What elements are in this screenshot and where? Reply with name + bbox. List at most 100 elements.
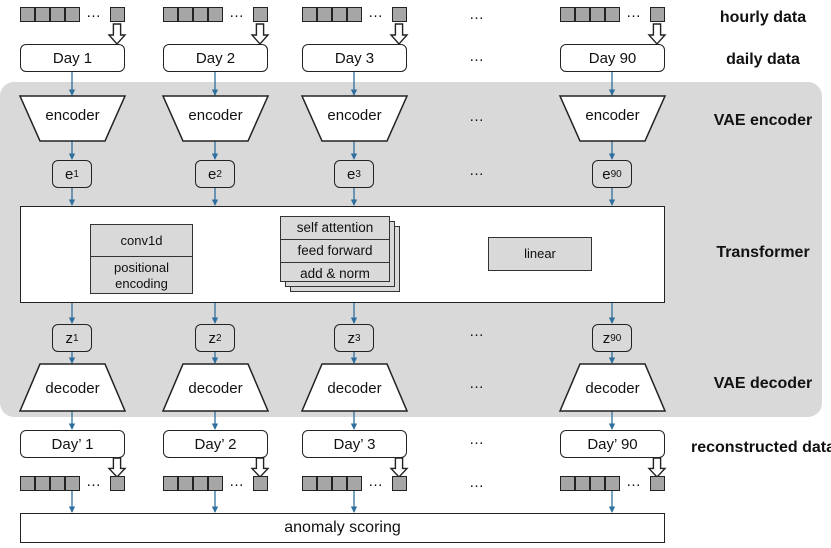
recon-hourly-cell	[35, 476, 50, 491]
recon-hourly-cell	[605, 476, 620, 491]
label-vae-decoder: VAE decoder	[713, 375, 813, 392]
day-box-3: Day 3	[302, 44, 407, 72]
label-vae-encoder: VAE encoder	[713, 112, 813, 129]
encoder-trapezoid	[161, 95, 270, 142]
decoder-trapezoid	[558, 363, 667, 412]
recon-hourly-ellipsis: …	[626, 473, 642, 490]
conv1d-positional-box: conv1d positional encoding	[90, 224, 193, 294]
hourly-last-cell	[392, 7, 407, 22]
recon-hourly-cell	[332, 476, 347, 491]
ellipsis-z: …	[469, 323, 485, 340]
encoder-label-90: encoder	[585, 107, 640, 124]
encoder-label-1: encoder	[45, 107, 100, 124]
hollow-down-arrow	[107, 23, 127, 46]
ellipsis-e: …	[469, 162, 485, 179]
decoder-label-3: decoder	[327, 380, 382, 397]
recon-hourly-last-cell	[392, 476, 407, 491]
recon-day-box-1: Day’ 1	[20, 430, 125, 458]
hourly-ellipsis: …	[229, 4, 245, 21]
hourly-last-cell	[110, 7, 125, 22]
encoder-label-2: encoder	[188, 107, 243, 124]
recon-hourly-cell	[317, 476, 332, 491]
ellipsis-recon: …	[469, 431, 485, 448]
hollow-down-arrow	[389, 457, 409, 479]
recon-hourly-last-cell	[650, 476, 665, 491]
hollow-down-arrow	[250, 23, 270, 46]
recon-hourly-cell	[590, 476, 605, 491]
ellipsis-recon-hourly: …	[469, 474, 485, 491]
encoder-trapezoid	[558, 95, 667, 142]
recon-hourly-cell	[208, 476, 223, 491]
self-attention-label: self attention	[281, 217, 389, 240]
decoder-label-1: decoder	[45, 380, 100, 397]
recon-hourly-cell	[20, 476, 35, 491]
recon-hourly-last-cell	[253, 476, 268, 491]
hourly-cell	[35, 7, 50, 22]
hollow-down-arrow	[389, 23, 409, 46]
label-hourly-data: hourly data	[719, 9, 807, 26]
add-norm-label: add & norm	[300, 266, 370, 281]
recon-hourly-cell	[178, 476, 193, 491]
hourly-ellipsis: …	[368, 4, 384, 21]
ellipsis-encoder: …	[469, 108, 485, 125]
hourly-cell	[332, 7, 347, 22]
encoder-trapezoid	[300, 95, 409, 142]
hourly-cell	[560, 7, 575, 22]
recon-hourly-cell	[302, 476, 317, 491]
anomaly-scoring-box: anomaly scoring	[20, 513, 665, 543]
label-daily-data: daily data	[726, 51, 800, 68]
linear-box: linear	[488, 237, 592, 271]
hollow-down-arrow	[250, 457, 270, 479]
hourly-cell	[208, 7, 223, 22]
hourly-cell	[20, 7, 35, 22]
day-box-1: Day 1	[20, 44, 125, 72]
recon-hourly-cell	[65, 476, 80, 491]
ellipsis-hourly: …	[469, 6, 485, 23]
recon-day-box-2: Day’ 2	[163, 430, 268, 458]
decoder-trapezoid	[161, 363, 270, 412]
feed-forward-label: feed forward	[281, 240, 389, 263]
hourly-cell	[302, 7, 317, 22]
hollow-down-arrow	[647, 457, 667, 479]
recon-hourly-ellipsis: …	[86, 473, 102, 490]
recon-hourly-last-cell	[110, 476, 125, 491]
positional-encoding-label: positional encoding	[114, 260, 169, 291]
recon-day-box-3: Day’ 3	[302, 430, 407, 458]
decoder-label-90: decoder	[585, 380, 640, 397]
label-transformer: Transformer	[716, 244, 810, 261]
encoder-trapezoid	[18, 95, 127, 142]
ellipsis-daily: …	[469, 48, 485, 65]
hourly-cell	[50, 7, 65, 22]
hourly-cell	[193, 7, 208, 22]
recon-day-box-90: Day’ 90	[560, 430, 665, 458]
transformer-layer-stack: self attention feed forward add & norm	[280, 216, 390, 282]
hourly-cell	[575, 7, 590, 22]
encoder-label-3: encoder	[327, 107, 382, 124]
hourly-cell	[347, 7, 362, 22]
hollow-down-arrow	[107, 457, 127, 479]
decoder-trapezoid	[18, 363, 127, 412]
ellipsis-decoder: …	[469, 375, 485, 392]
hourly-ellipsis: …	[626, 4, 642, 21]
recon-hourly-ellipsis: …	[368, 473, 384, 490]
hourly-cell	[605, 7, 620, 22]
recon-hourly-cell	[347, 476, 362, 491]
recon-hourly-cell	[193, 476, 208, 491]
hourly-cell	[163, 7, 178, 22]
hourly-ellipsis: …	[86, 4, 102, 21]
hourly-cell	[590, 7, 605, 22]
label-reconstructed-data: reconstructed data	[690, 439, 831, 456]
hourly-last-cell	[650, 7, 665, 22]
conv1d-label: conv1d	[91, 225, 192, 257]
hourly-cell	[317, 7, 332, 22]
